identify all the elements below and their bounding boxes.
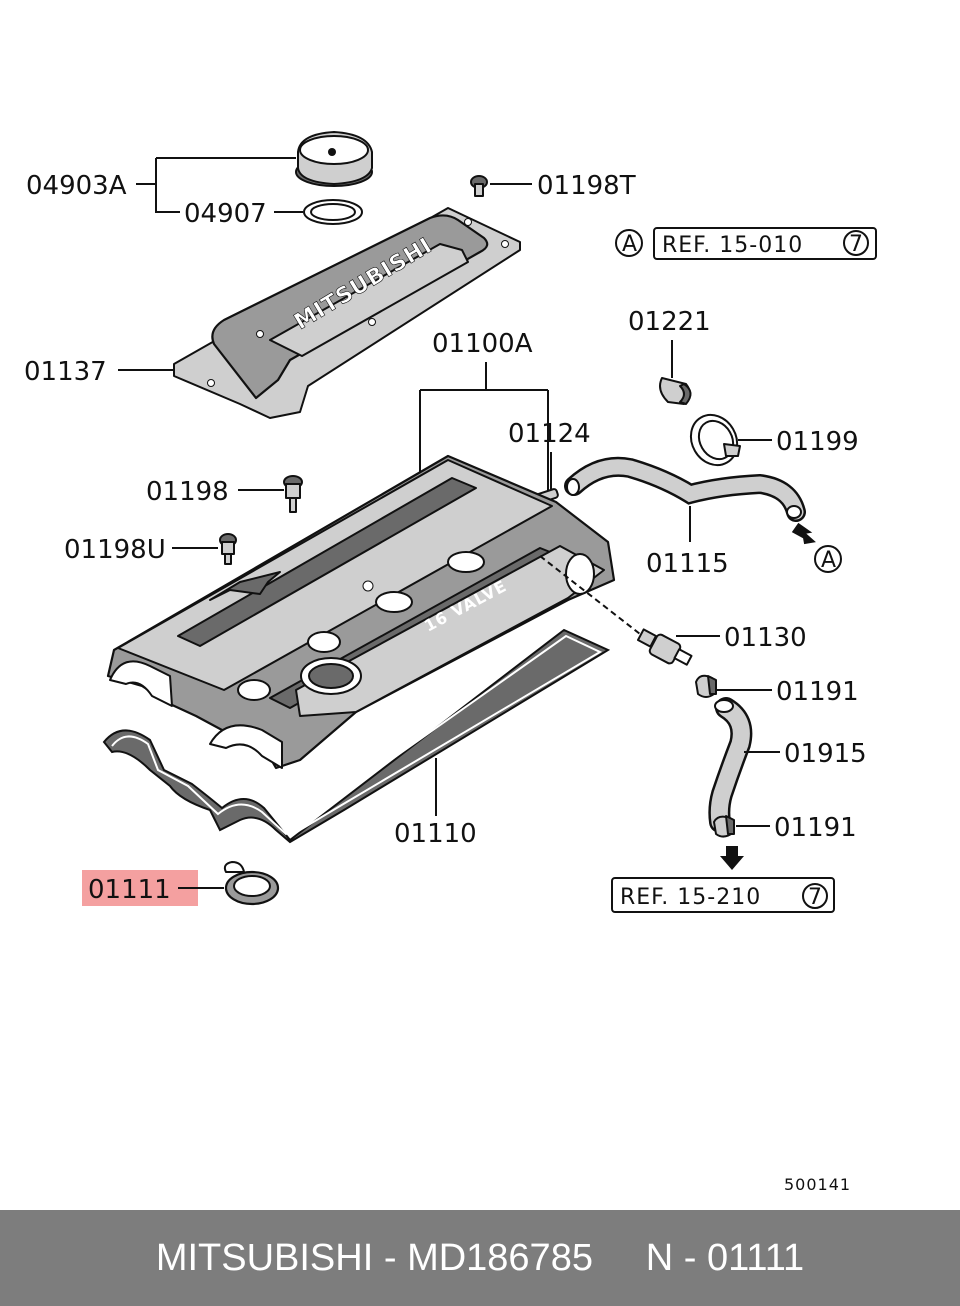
label-01115: 01115 [646, 549, 729, 579]
hose-01915 [708, 697, 753, 833]
ref-box-15-210: REF. 15-210 7 [611, 877, 835, 913]
label-01130: 01130 [724, 623, 807, 653]
valve-cover-gasket [102, 628, 611, 844]
arrow-down [720, 846, 744, 870]
label-01100A: 01100A [432, 329, 533, 359]
bolt-01198 [283, 475, 303, 513]
footer-bar: MITSUBISHI - MD186785 N - 01111 [0, 1210, 960, 1306]
label-01221: 01221 [628, 307, 711, 337]
label-01198: 01198 [146, 477, 229, 507]
svg-text:7: 7 [849, 232, 864, 257]
footer-separator: - [373, 1236, 408, 1279]
footer-brand: MITSUBISHI [155, 1236, 374, 1279]
diagram-code: 500141 [784, 1175, 851, 1194]
label-01191-lower: 01191 [774, 813, 857, 843]
footer-gap [593, 1237, 646, 1280]
svg-text:A: A [821, 548, 837, 573]
clip-01191-upper [695, 674, 717, 698]
svg-text:REF. 15-210: REF. 15-210 [620, 885, 761, 910]
valve-cover: 16 VALVE [106, 454, 616, 770]
breather-cap-01221 [659, 377, 692, 405]
engine-top-cover: MITSUBISHI [173, 207, 521, 419]
ref-box-15-010: A REF. 15-010 7 [615, 227, 877, 260]
footer-part-number: MD186785 [407, 1236, 593, 1279]
label-01198T: 01198T [537, 171, 636, 201]
screw-01198T [470, 175, 488, 197]
label-01198U: 01198U [64, 535, 166, 565]
svg-text:A: A [622, 232, 638, 257]
svg-text:REF. 15-010: REF. 15-010 [662, 233, 803, 258]
arrow-to-A: A [791, 522, 842, 573]
bolt-01198U [219, 533, 237, 565]
label-01915: 01915 [784, 739, 867, 769]
breather-hose-01115 [564, 456, 806, 522]
label-01199: 01199 [776, 427, 859, 457]
label-01111: 01111 [88, 875, 171, 905]
label-04907: 04907 [184, 199, 267, 229]
pcv-valve-01130 [637, 628, 693, 666]
footer-ref-code: N - 01111 [645, 1236, 805, 1279]
label-04903A: 04903A [26, 171, 127, 201]
cap-gasket [303, 199, 363, 225]
svg-text:7: 7 [808, 885, 823, 910]
label-01110: 01110 [394, 819, 477, 849]
spark-plug-seal-01111 [223, 861, 280, 906]
clip-01191-lower [713, 815, 735, 838]
label-01124: 01124 [508, 419, 591, 449]
label-01137: 01137 [24, 357, 107, 387]
clamp-01199 [689, 413, 741, 467]
parts-diagram: 04903A 04907 01198T A REF. 15-010 7 MITS… [24, 131, 877, 1194]
label-01191-upper: 01191 [776, 677, 859, 707]
oil-filler-cap [295, 131, 373, 187]
